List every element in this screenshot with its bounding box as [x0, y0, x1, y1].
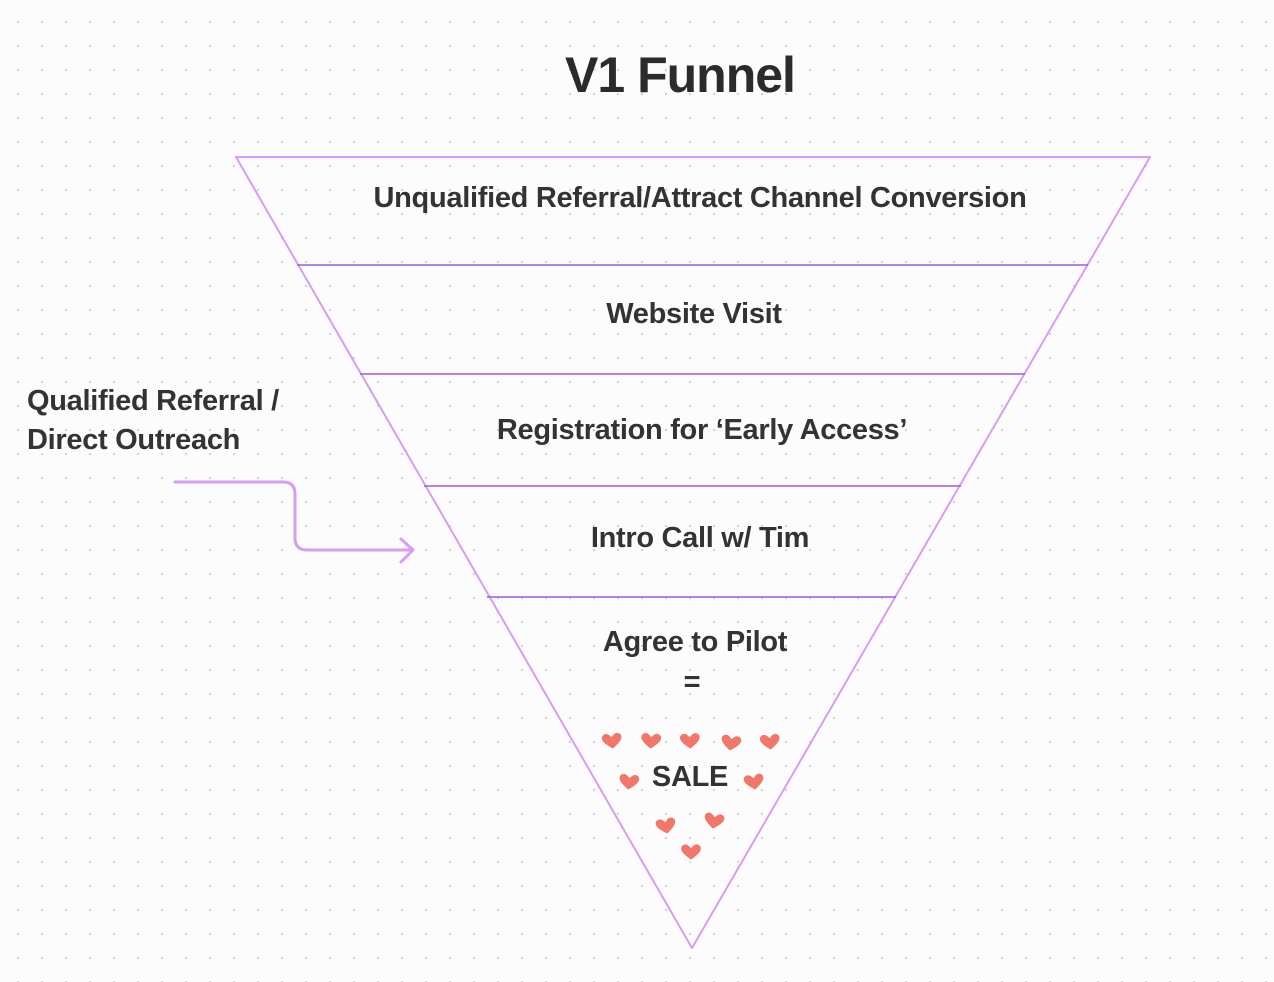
equals-sign: =: [683, 666, 701, 698]
sale-label: SALE: [651, 761, 729, 793]
heart-icon: [617, 771, 642, 793]
heart-icon: [741, 771, 766, 793]
heart-icon: [639, 730, 664, 752]
stage-label-registration: Registration for ‘Early Access’: [496, 414, 908, 446]
heart-icon: [757, 731, 782, 753]
side-note-qualified-referral: Qualified Referral / Direct Outreach: [27, 382, 327, 460]
page-title: V1 Funnel: [565, 47, 796, 103]
heart-icon: [653, 815, 678, 836]
heart-icon: [702, 810, 727, 831]
heart-icon: [677, 730, 702, 752]
stage-label-intro-call: Intro Call w/ Tim: [590, 522, 810, 554]
heart-icon: [678, 842, 704, 863]
side-note-line-1: Qualified Referral /: [27, 385, 279, 417]
side-note-line-2: Direct Outreach: [27, 424, 241, 456]
heart-icon: [719, 732, 744, 754]
stage-label-agree-to-pilot: Agree to Pilot: [602, 626, 788, 658]
arrow-right-icon: [173, 480, 415, 564]
stage-label-unqualified-referral: Unqualified Referral/Attract Channel Con…: [373, 182, 1027, 214]
heart-icon: [599, 730, 624, 752]
stage-label-website-visit: Website Visit: [606, 298, 782, 330]
funnel-outline: [235, 156, 1151, 949]
